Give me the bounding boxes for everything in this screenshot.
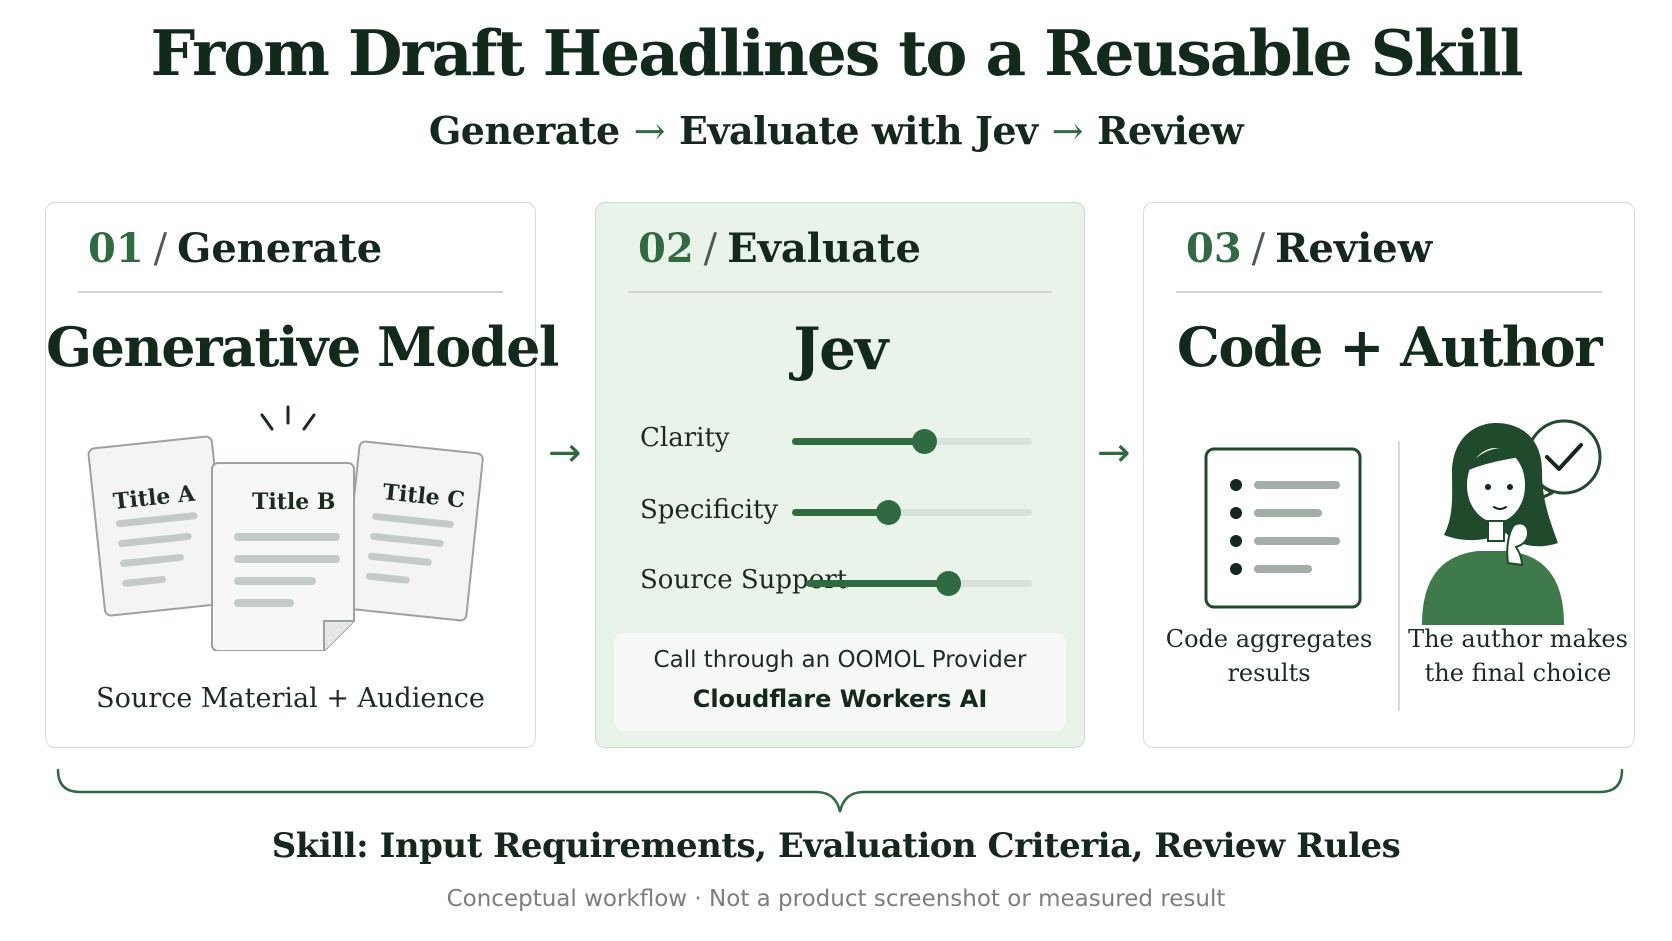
card-header: 03/Review [1186,225,1433,272]
checkmark-bubble-icon [1526,419,1602,505]
card-generate: 01/Generate Generative Model Title A Tit… [45,202,559,748]
footnote: Conceptual workflow · Not a product scre… [446,886,1226,912]
card-review: 03/Review Code + Author [1143,202,1635,748]
card-evaluate: 02/Evaluate Jev Clarity Specificity Sour… [595,202,1085,748]
card-title: Jev [793,315,888,383]
author-caption-line1: The author makes [1408,625,1628,653]
step-heading: Review [1275,225,1433,272]
criterion-label-specificity: Specificity [640,495,779,525]
slider-clarity [792,429,1032,454]
step-number: 01 [88,225,144,272]
flow-arrow-icon: → [548,430,582,476]
input-caption: Source Material + Audience [96,683,485,714]
divider [1398,441,1400,711]
subtitle-step-review: Review [1096,108,1244,153]
step-number: 03 [1186,225,1242,272]
document-icon [211,462,355,651]
code-caption-line1: Code aggregates [1165,625,1373,653]
card-title: Generative Model [46,315,559,379]
slider-knob [912,429,937,454]
workflow-subtitle: Generate → Evaluate with Jev → Review [0,108,1672,153]
criterion-label-clarity: Clarity [640,423,730,453]
document-icon [87,435,230,617]
slider-knob [876,500,901,525]
author-caption-line2: the final choice [1424,659,1612,687]
divider [1176,291,1602,293]
card-title: Code + Author [1176,315,1603,379]
code-caption-line2: results [1227,659,1311,687]
draft-documents-illustration: Title A Title C Title B [87,405,484,651]
document-title-b: Title B [252,489,336,515]
subtitle-arrow-icon: → [633,109,666,153]
provider-box: Call through an OOMOL Provider Cloudflar… [614,633,1066,731]
provider-line: Call through an OOMOL Provider [653,647,1027,673]
list-icon [1204,447,1362,609]
divider [628,291,1052,293]
subtitle-arrow-icon: → [1051,109,1084,153]
card-header: 02/Evaluate [638,225,921,272]
slider-specificity [792,500,1032,525]
page-title: From Draft Headlines to a Reusable Skill [150,16,1523,90]
step-heading: Generate [177,225,383,272]
subtitle-step-evaluate: Evaluate with Jev [679,108,1038,153]
step-heading: Evaluate [727,225,921,272]
grouping-brace [56,768,1624,813]
flow-arrow-icon: → [1097,430,1131,476]
slider-source-support [806,571,1032,596]
document-icon [342,440,484,622]
spark-icon [260,405,316,431]
person-thinking-icon [1422,419,1602,625]
card-header: 01/Generate [88,225,383,272]
step-number: 02 [638,225,694,272]
slider-knob [936,571,962,596]
subtitle-step-generate: Generate [428,108,620,153]
skill-summary: Skill: Input Requirements, Evaluation Cr… [271,826,1401,866]
provider-name: Cloudflare Workers AI [692,685,988,713]
divider [78,291,503,293]
